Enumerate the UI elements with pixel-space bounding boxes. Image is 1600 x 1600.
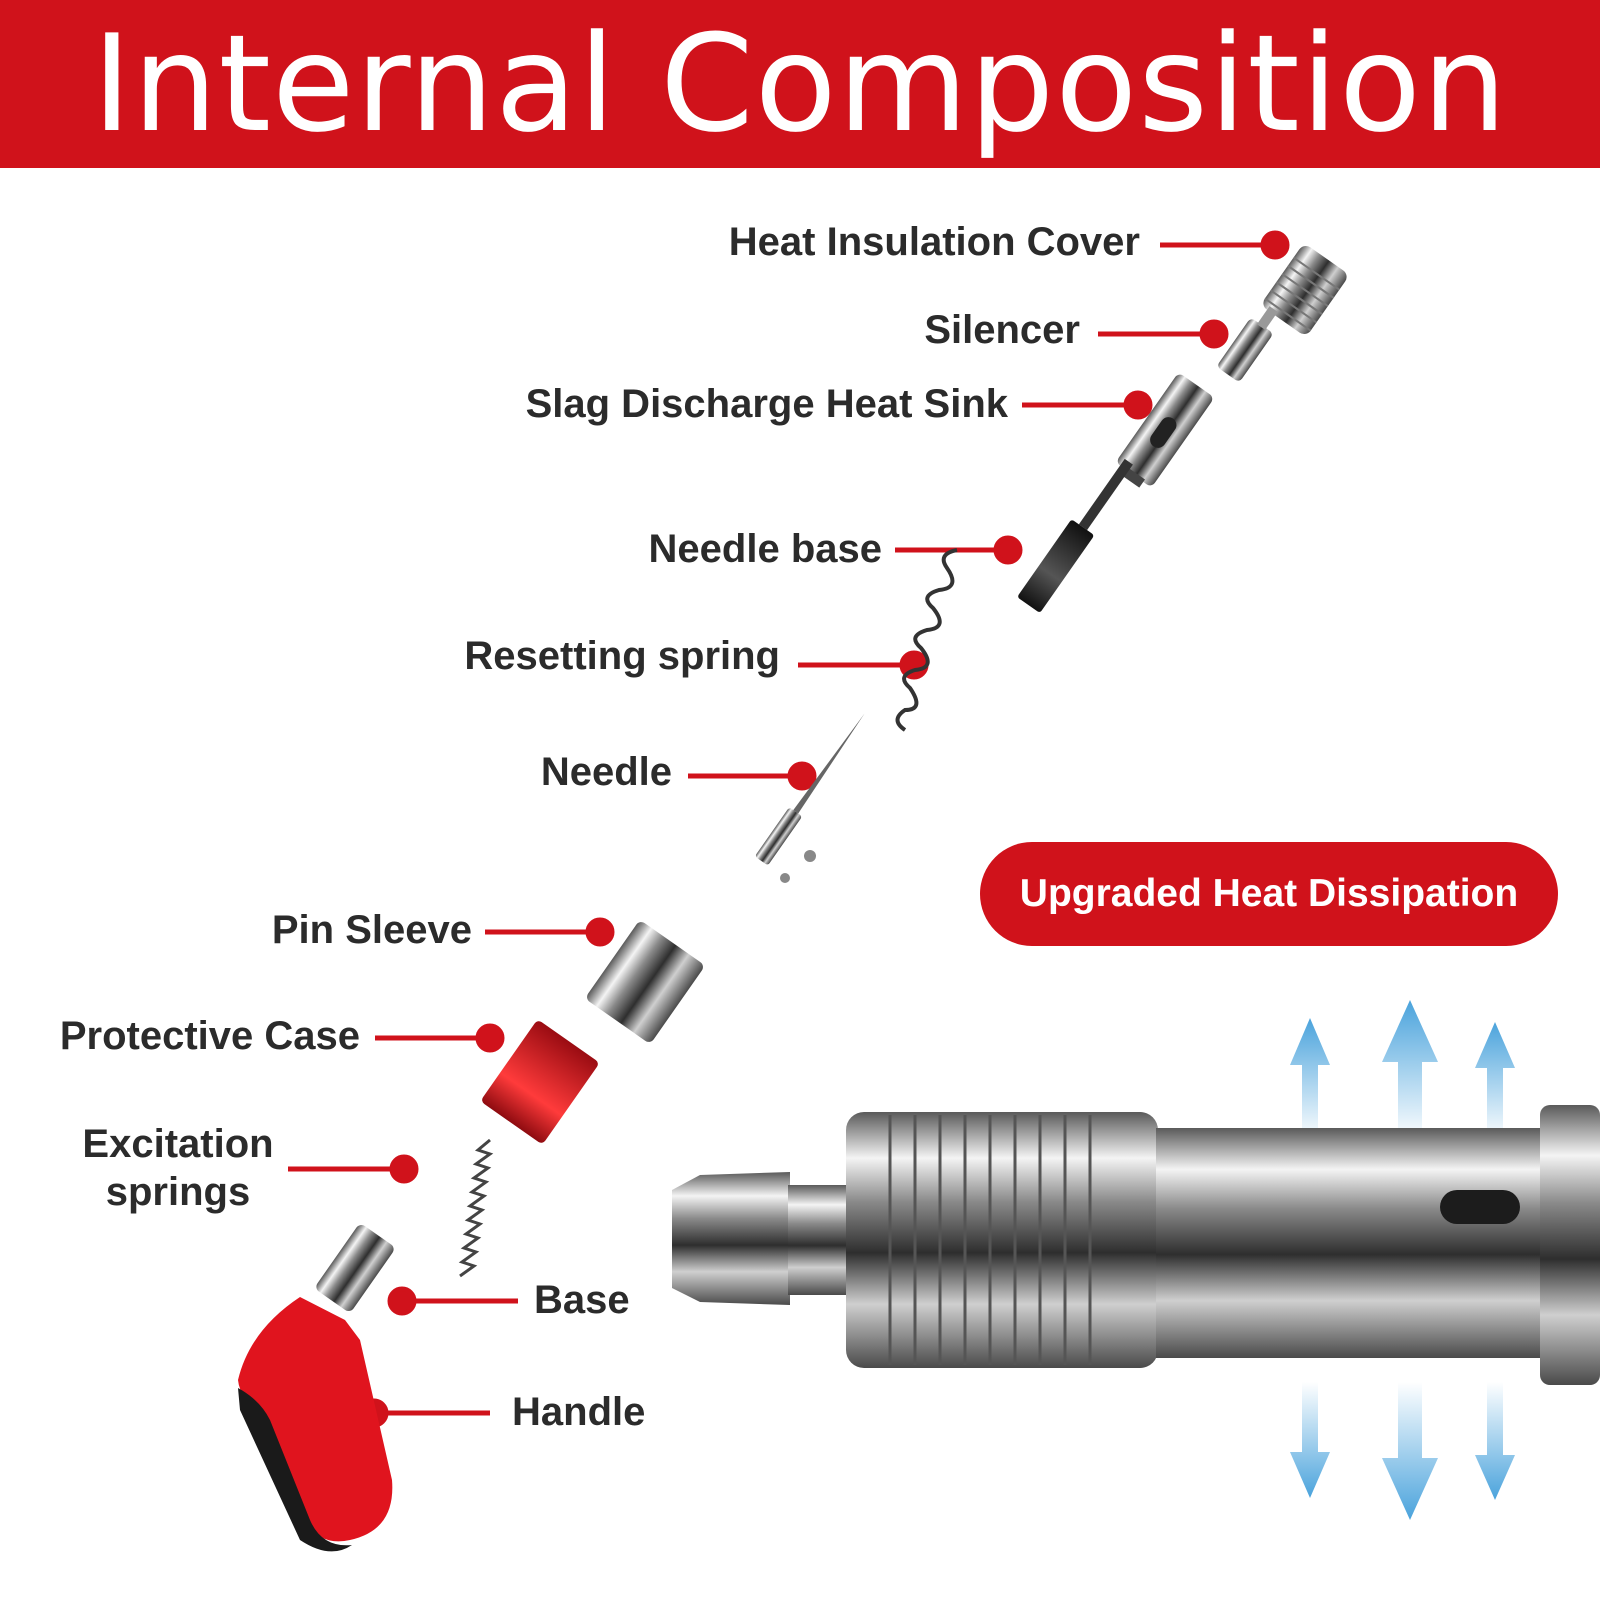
slag-discharge-heat-sink-part [1117,374,1213,488]
label-silencer: Silencer [924,308,1080,352]
nozzle-closeup [672,1105,1600,1385]
handle-part [238,1297,393,1552]
label-excitation-springs: Excitation springs [58,1120,298,1216]
page-title: Internal Composition [92,6,1508,162]
label-needle: Needle [540,750,672,794]
label-excitation-line1: Excitation [82,1122,274,1166]
label-base: Base [534,1278,630,1322]
label-needle-base: Needle base [648,527,882,571]
upgraded-heat-dissipation-badge: Upgraded Heat Dissipation [980,842,1558,946]
needle-part [755,713,865,865]
pin-sleeve-part [587,922,703,1042]
label-slag-discharge-heat-sink: Slag Discharge Heat Sink [525,382,1008,426]
silencer-part [1218,306,1278,381]
airflow-down-arrows [1290,1382,1515,1520]
resetting-spring-part [895,548,958,732]
excitation-springs-part [458,1138,494,1278]
label-handle: Handle [512,1390,646,1434]
base-part [316,1224,394,1312]
label-resetting-spring: Resetting spring [464,634,780,678]
needle-base-part [1018,458,1133,612]
heat-insulation-cover-part [1263,245,1347,335]
label-heat-insulation-cover: Heat Insulation Cover [728,220,1140,264]
label-excitation-line2: springs [105,1170,251,1214]
protective-case-part [482,1021,598,1143]
title-banner: Internal Composition [0,0,1600,168]
airflow-up-arrows [1290,1000,1515,1140]
label-pin-sleeve: Pin Sleeve [271,908,472,952]
label-protective-case: Protective Case [59,1014,360,1058]
needle-small-parts [780,850,816,883]
